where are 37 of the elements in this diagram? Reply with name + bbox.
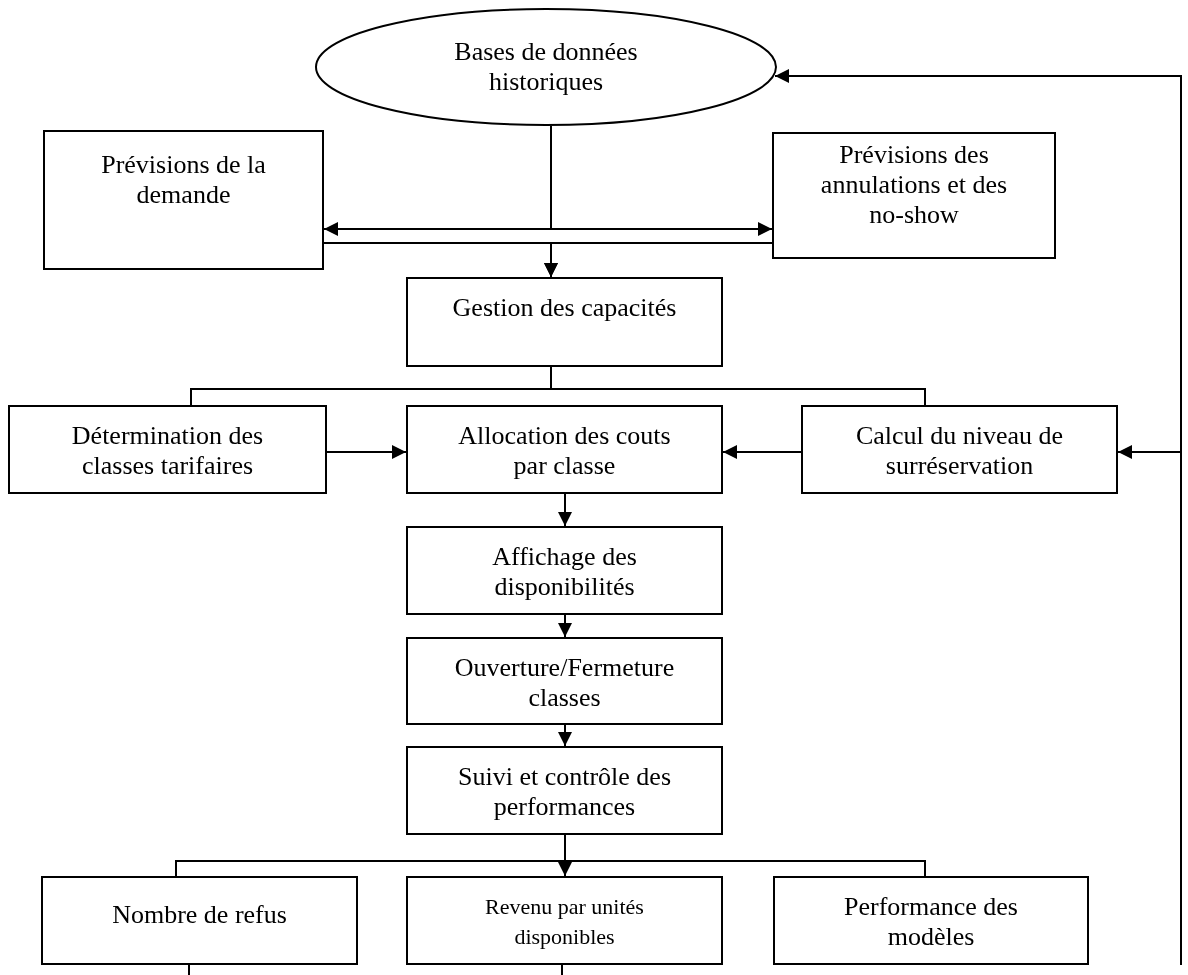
- connector-line: [561, 964, 563, 975]
- arrow: [558, 493, 572, 527]
- process-box: [8, 405, 327, 494]
- data-source-ellipse: [315, 8, 777, 126]
- box-label: Affichage des disponibilités: [491, 542, 638, 602]
- arrow: [722, 445, 802, 459]
- box-label: Prévisions de la demande: [100, 150, 267, 210]
- process-box: [406, 637, 723, 725]
- process-box: [41, 876, 358, 965]
- box-label: Revenu par unités disponibles: [484, 893, 645, 951]
- process-box: [772, 132, 1056, 259]
- arrow: [1117, 445, 1182, 459]
- process-box: [773, 876, 1089, 965]
- box-label: Détermination des classes tarifaires: [70, 421, 265, 481]
- process-box: [406, 405, 723, 494]
- box-label: Prévisions des annulations et des no-show: [819, 140, 1009, 230]
- box-label: Calcul du niveau de surréservation: [854, 421, 1065, 481]
- box-label: Allocation des couts par classe: [457, 421, 672, 481]
- arrow: [326, 445, 407, 459]
- box-label: Performance des modèles: [843, 892, 1019, 952]
- process-box: [43, 130, 324, 270]
- box-label: Nombre de refus: [111, 900, 288, 930]
- arrow: [558, 614, 572, 638]
- arrow: [774, 69, 1182, 966]
- box-label: Ouverture/Fermeture classes: [453, 653, 676, 713]
- arrow: [544, 242, 773, 278]
- connector-line: [188, 964, 190, 975]
- box-label: Bases de données historiques: [453, 37, 639, 97]
- process-box: [406, 876, 723, 965]
- box-label: Suivi et contrôle des performances: [457, 762, 672, 822]
- arrow: [550, 125, 773, 236]
- process-box: [406, 277, 723, 367]
- process-box: [801, 405, 1118, 494]
- process-box: [406, 746, 723, 835]
- arrow: [558, 724, 572, 747]
- process-box: [406, 526, 723, 615]
- box-label: Gestion des capacités: [451, 293, 678, 323]
